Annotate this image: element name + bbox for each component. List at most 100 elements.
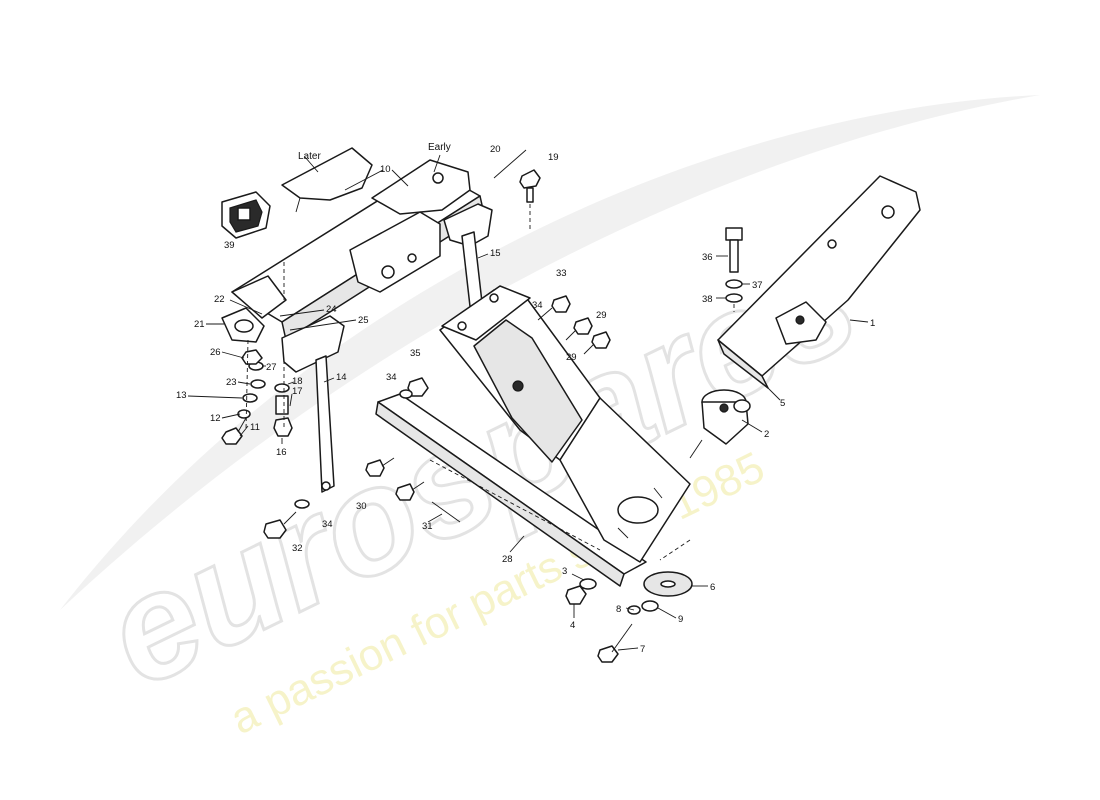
callout-11: 11 <box>250 422 260 433</box>
callout-1: 1 <box>870 318 875 329</box>
leader-12 <box>221 413 241 419</box>
washer-13 <box>242 393 258 403</box>
upper-small-bracket <box>443 203 493 247</box>
stay-14 <box>315 355 335 493</box>
bolt-30b-shank <box>411 481 425 491</box>
callout-29a: 29 <box>596 310 607 321</box>
callout-34a: 34 <box>532 300 543 311</box>
left-fixing-axis <box>245 339 249 431</box>
pin-20 <box>493 149 527 179</box>
bolt-36-head <box>725 227 743 241</box>
leader-9 <box>657 607 677 619</box>
callout-39: 39 <box>224 240 235 251</box>
mount-2-stud-line <box>689 439 703 459</box>
washer-23 <box>250 379 266 389</box>
callout-35: 35 <box>410 348 421 359</box>
cross-member-leader-10b <box>391 169 409 187</box>
bolt-11-shank <box>237 417 247 433</box>
left-support-group <box>221 231 485 493</box>
bolt-36-shank <box>729 239 739 273</box>
mount-pad-insert <box>237 207 251 221</box>
callout-17: 17 <box>292 386 303 397</box>
callout-16: 16 <box>276 447 287 458</box>
leader-8 <box>625 607 635 611</box>
cross-member-leader-10 <box>344 169 384 191</box>
washer-18 <box>274 383 290 393</box>
subframe-tower-opening <box>473 319 583 463</box>
callout-33: 33 <box>556 268 567 279</box>
callout-10: 10 <box>380 164 391 175</box>
callout-14: 14 <box>336 372 347 383</box>
mount-2-stud <box>719 403 729 413</box>
later-bracket <box>281 147 373 201</box>
callout-31: 31 <box>422 521 433 532</box>
callout-15: 15 <box>490 248 501 259</box>
bolt-11 <box>221 427 243 445</box>
pin-31 <box>431 501 461 523</box>
leader-24 <box>279 309 325 317</box>
washer-34-lower <box>294 499 310 509</box>
top-plate-bolt-2 <box>489 293 499 303</box>
leader-5 <box>767 387 781 401</box>
callout-9: 9 <box>678 614 683 625</box>
callout-18: 18 <box>292 376 303 387</box>
callout-8: 8 <box>616 604 621 615</box>
washer-34-upper <box>399 389 413 399</box>
top-plate-bolt <box>457 321 467 331</box>
cross-member-leader-10d <box>433 154 441 173</box>
leader-23 <box>237 381 251 385</box>
bolt-29a-head <box>573 317 593 335</box>
leader-22 <box>229 299 263 315</box>
callout-28: 28 <box>502 554 513 565</box>
label-early: Early <box>428 142 451 153</box>
bracket-1-boss-nut <box>795 315 805 325</box>
callout-13: 13 <box>176 390 187 401</box>
base-plate-slot <box>653 487 663 499</box>
nut-35 <box>407 377 429 397</box>
leader-31 <box>427 513 443 523</box>
early-bracket-hole <box>432 172 444 184</box>
bolt-29b-head <box>591 331 611 349</box>
nut-4 <box>565 585 587 605</box>
callout-32: 32 <box>292 543 303 554</box>
mount-pad-39 <box>221 191 271 239</box>
callout-34c: 34 <box>322 519 333 530</box>
tower-hole <box>512 380 524 392</box>
early-bracket <box>371 159 471 215</box>
bolt-29b-shank <box>583 343 595 355</box>
callout-27: 27 <box>266 362 277 373</box>
leader-11 <box>239 425 249 437</box>
cross-member-centre-block <box>349 211 441 293</box>
callout-23: 23 <box>226 377 237 388</box>
stay-14-eye <box>321 481 331 491</box>
callout-3: 3 <box>562 566 567 577</box>
base-plate-hole <box>617 496 659 524</box>
leader-25 <box>289 319 357 331</box>
bolt-33-head <box>551 295 571 313</box>
leader-17 <box>289 393 293 407</box>
cross-member-assembly <box>231 147 493 341</box>
leader-28 <box>509 535 525 553</box>
callout-12: 12 <box>210 413 221 424</box>
callout-38: 38 <box>702 294 713 305</box>
callout-25: 25 <box>358 315 369 326</box>
centre-block-hole <box>381 265 395 279</box>
callout-36: 36 <box>702 252 713 263</box>
bracket-1-hole-2 <box>827 239 837 249</box>
callout-leaders <box>187 253 869 651</box>
leader-13 <box>187 395 243 399</box>
leader-15 <box>477 253 489 259</box>
leader-26 <box>221 351 245 359</box>
bolt-33-shank <box>537 307 553 321</box>
callout-37: 37 <box>752 280 763 291</box>
base-plate-slot-2 <box>617 527 629 539</box>
subframe-28 <box>375 285 691 587</box>
callout-19: 19 <box>548 152 559 163</box>
bolt-7-shank <box>611 623 633 653</box>
bolt-30b-head <box>395 483 415 501</box>
subframe-base-plate <box>559 397 691 563</box>
callout-24: 24 <box>326 304 337 315</box>
right-bracket-group <box>689 175 921 459</box>
leader-2 <box>741 419 763 433</box>
